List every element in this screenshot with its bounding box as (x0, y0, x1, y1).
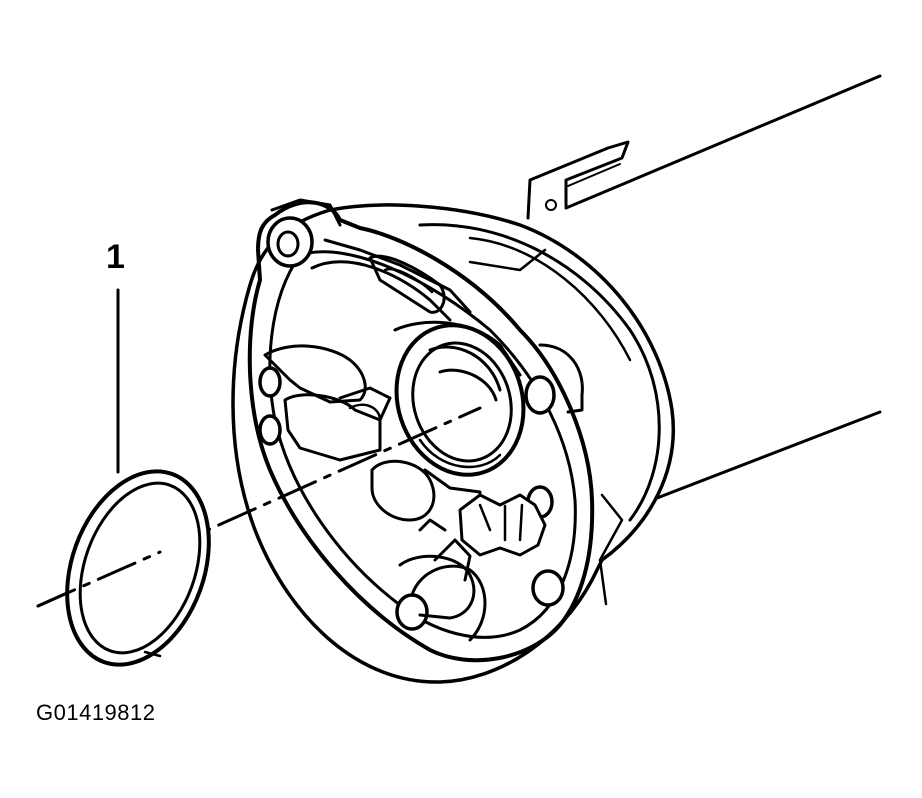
figure-id-label: G01419812 (36, 700, 156, 725)
pump-housing (231, 198, 675, 684)
seal-ring (36, 469, 211, 667)
callout-label: 1 (106, 238, 125, 276)
